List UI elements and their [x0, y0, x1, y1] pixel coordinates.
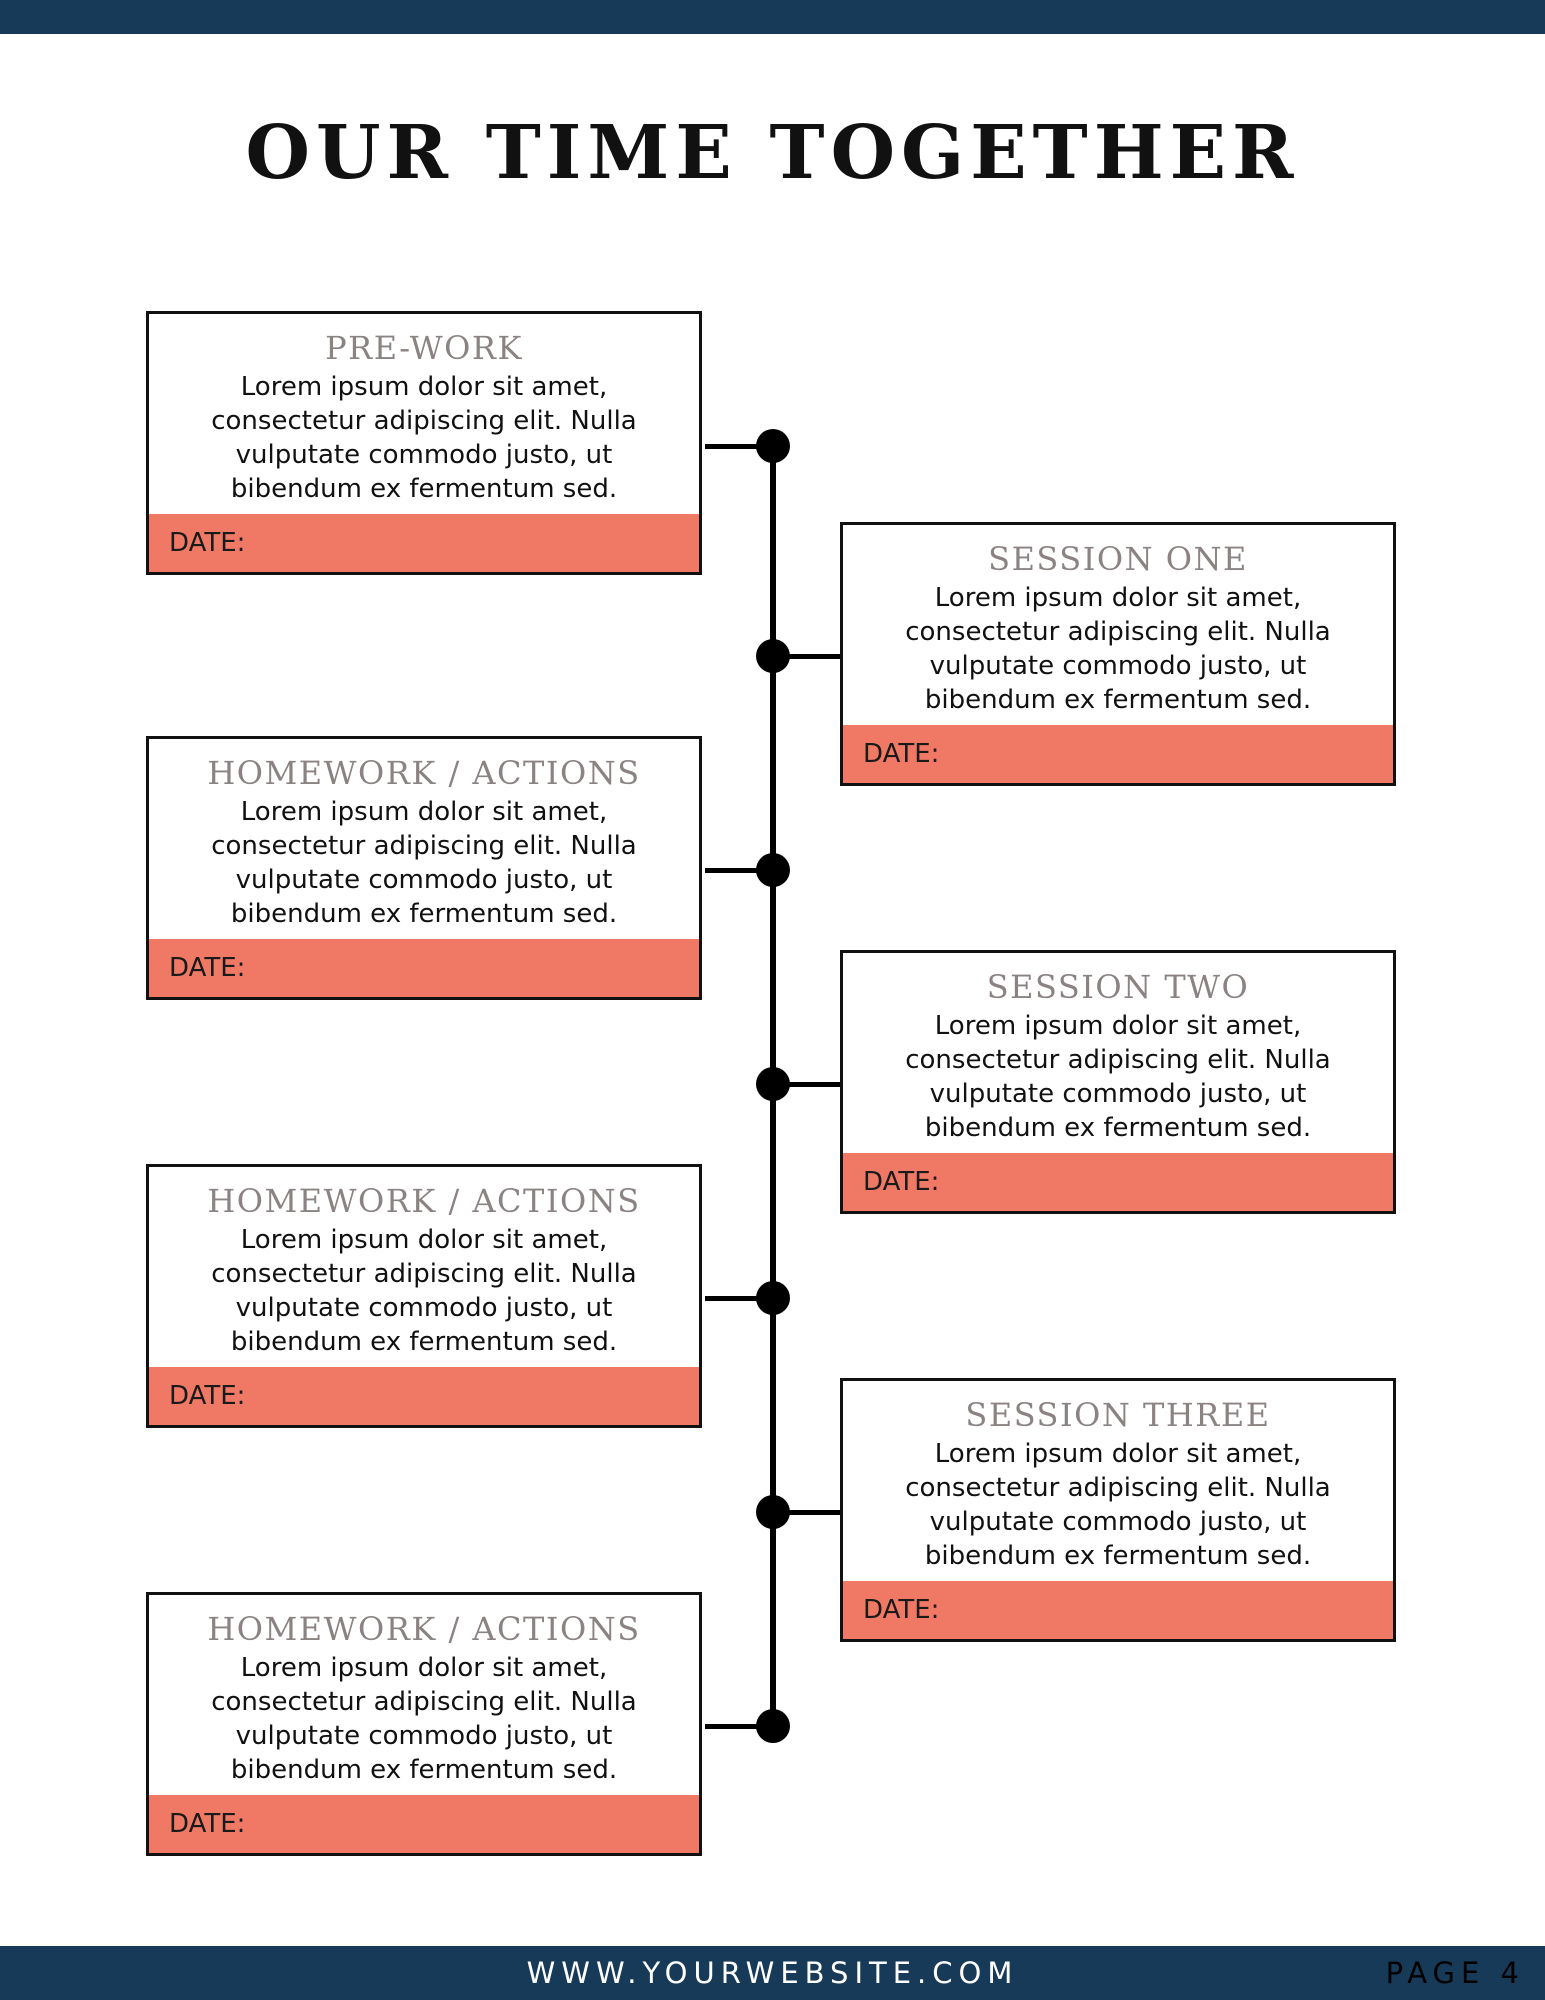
date-field[interactable]: DATE: — [149, 1795, 699, 1853]
timeline-card-session-two: SESSION TWO Lorem ipsum dolor sit amet, … — [840, 950, 1396, 1214]
top-bar — [0, 0, 1545, 34]
connector-session-three — [773, 1510, 841, 1515]
timeline-card-homework-1: HOMEWORK / ACTIONS Lorem ipsum dolor sit… — [146, 736, 702, 1000]
date-field[interactable]: DATE: — [149, 1367, 699, 1425]
date-field[interactable]: DATE: — [843, 1581, 1393, 1639]
card-title: SESSION TWO — [986, 968, 1250, 1006]
timeline-node — [756, 1067, 790, 1101]
card-body: Lorem ipsum dolor sit amet, consectetur … — [905, 583, 1331, 715]
card-body: Lorem ipsum dolor sit amet, consectetur … — [905, 1011, 1331, 1143]
date-field[interactable]: DATE: — [843, 1153, 1393, 1211]
footer-bar: WWW.YOURWEBSITE.COM PAGE 4 — [0, 1946, 1545, 2000]
timeline-card-homework-2: HOMEWORK / ACTIONS Lorem ipsum dolor sit… — [146, 1164, 702, 1428]
card-title: PRE-WORK — [325, 329, 523, 367]
date-field[interactable]: DATE: — [149, 939, 699, 997]
timeline-card-session-one: SESSION ONE Lorem ipsum dolor sit amet, … — [840, 522, 1396, 786]
connector-homework-1 — [705, 868, 773, 873]
card-body: Lorem ipsum dolor sit amet, consectetur … — [211, 1653, 637, 1785]
page-number: PAGE 4 — [1385, 1956, 1525, 1990]
card-title: SESSION ONE — [988, 540, 1248, 578]
timeline-card-homework-3: HOMEWORK / ACTIONS Lorem ipsum dolor sit… — [146, 1592, 702, 1856]
timeline-card-session-three: SESSION THREE Lorem ipsum dolor sit amet… — [840, 1378, 1396, 1642]
timeline-node — [756, 853, 790, 887]
page-title: OUR TIME TOGETHER — [245, 110, 1300, 196]
card-body: Lorem ipsum dolor sit amet, consectetur … — [905, 1439, 1331, 1571]
timeline-node — [756, 1281, 790, 1315]
timeline-node — [756, 639, 790, 673]
connector-homework-2 — [705, 1296, 773, 1301]
date-field[interactable]: DATE: — [149, 514, 699, 572]
card-title: HOMEWORK / ACTIONS — [207, 1182, 641, 1220]
footer-website-link[interactable]: WWW.YOURWEBSITE.COM — [526, 1956, 1019, 1990]
connector-session-one — [773, 654, 841, 659]
timeline-card-pre-work: PRE-WORK Lorem ipsum dolor sit amet, con… — [146, 311, 702, 575]
timeline-node — [756, 1709, 790, 1743]
date-field[interactable]: DATE: — [843, 725, 1393, 783]
card-title: HOMEWORK / ACTIONS — [207, 754, 641, 792]
connector-pre-work — [705, 444, 773, 449]
connector-homework-3 — [705, 1724, 773, 1729]
connector-session-two — [773, 1082, 841, 1087]
card-title: SESSION THREE — [965, 1396, 1271, 1434]
card-body: Lorem ipsum dolor sit amet, consectetur … — [211, 372, 637, 504]
timeline-node — [756, 1495, 790, 1529]
timeline-node — [756, 429, 790, 463]
card-body: Lorem ipsum dolor sit amet, consectetur … — [211, 797, 637, 929]
card-body: Lorem ipsum dolor sit amet, consectetur … — [211, 1225, 637, 1357]
card-title: HOMEWORK / ACTIONS — [207, 1610, 641, 1648]
